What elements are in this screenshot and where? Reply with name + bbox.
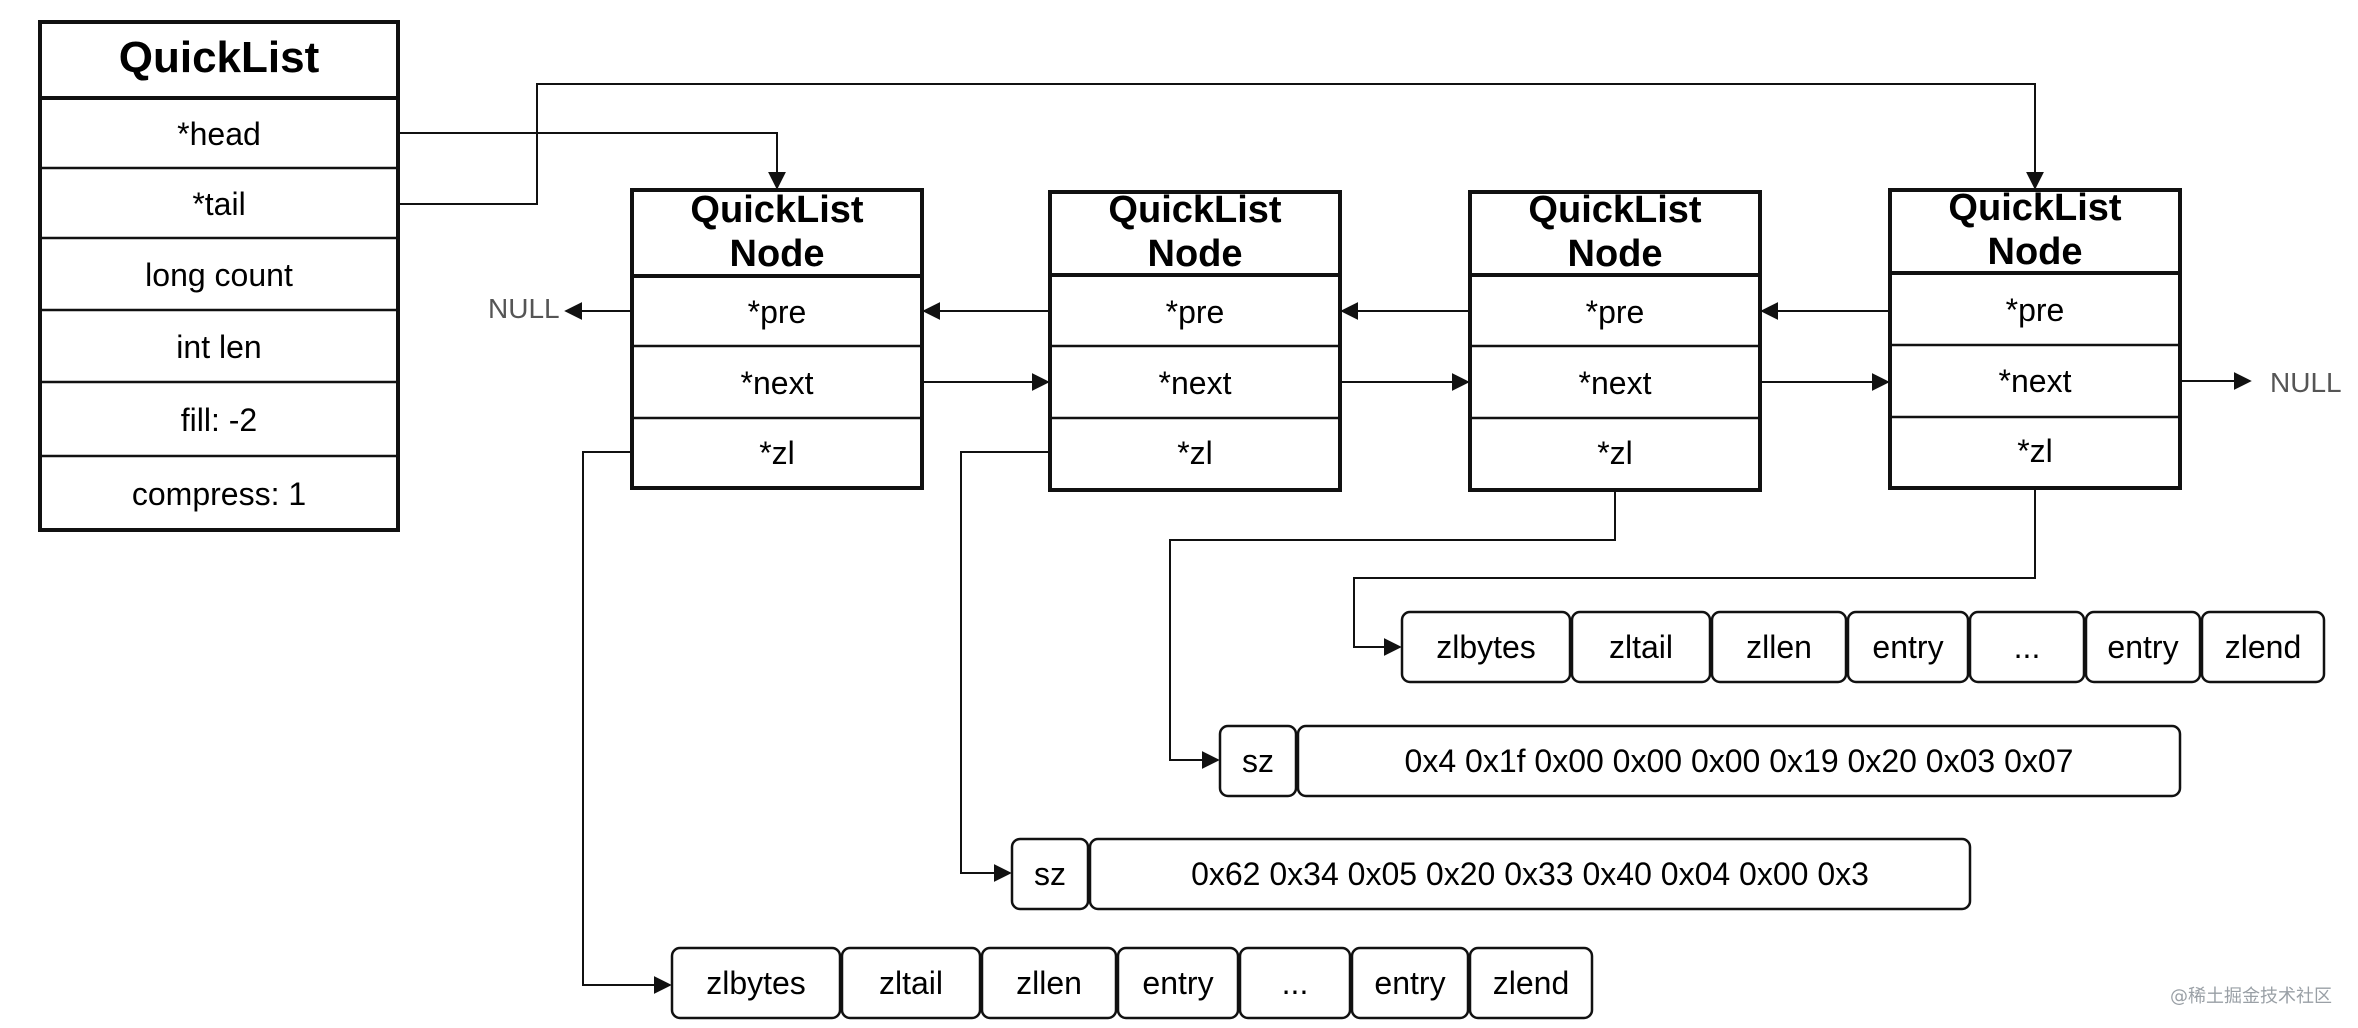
ziplist-node4: zlbytes zltail zllen entry ... entry zle…	[1400, 610, 2326, 684]
compressed-sz-label: sz	[1034, 856, 1066, 892]
quicklist-field-head: *head	[177, 116, 261, 152]
node-title: Node	[730, 233, 825, 275]
quicklist-field-tail: *tail	[192, 186, 245, 222]
node-field-zl: *zl	[1597, 435, 1633, 471]
node-field-pre: *pre	[2006, 292, 2065, 328]
ziplist-cell-ellipsis: ...	[2014, 629, 2041, 665]
quicklist-node-3: QuickList Node *pre *next *zl	[1468, 189, 1762, 492]
node-field-next: *next	[1999, 363, 2072, 399]
node-field-zl: *zl	[2017, 433, 2053, 469]
quicklist-title: QuickList	[119, 33, 320, 82]
node-title: Node	[1148, 233, 1243, 275]
connectors	[398, 83, 2252, 994]
ziplist-cell-zlbytes: zlbytes	[706, 965, 806, 1001]
watermark: @稀土掘金技术社区	[2170, 986, 2332, 1007]
compressed-bytes: 0x62 0x34 0x05 0x20 0x33 0x40 0x04 0x00 …	[1191, 856, 1869, 892]
ziplist-cell-entry: entry	[2107, 629, 2178, 665]
ziplist-cell-zltail: zltail	[879, 965, 943, 1001]
quicklist-field-fill: fill: -2	[181, 402, 257, 438]
null-label-left: NULL	[488, 293, 560, 324]
ziplist-node1: zlbytes zltail zllen entry ... entry zle…	[670, 946, 1594, 1020]
quicklist-struct: QuickList *head *tail long count int len…	[38, 20, 400, 532]
node-field-next: *next	[1579, 365, 1652, 401]
node-field-zl: *zl	[1177, 435, 1213, 471]
node-field-pre: *pre	[1166, 294, 1225, 330]
ziplist-cell-zlbytes: zlbytes	[1436, 629, 1536, 665]
quicklist-node-1: QuickList Node *pre *next *zl	[630, 188, 924, 490]
node-field-next: *next	[1159, 365, 1232, 401]
zl-arrow-node4	[1353, 490, 2036, 656]
head-pointer-arrow	[398, 132, 786, 190]
ziplist-cell-zllen: zllen	[1746, 629, 1812, 665]
node-title: Node	[1568, 233, 1663, 275]
ziplist-cell-zllen: zllen	[1016, 965, 1082, 1001]
ziplist-cell-entry: entry	[1142, 965, 1213, 1001]
zl-arrow-node2	[960, 451, 1050, 882]
ziplist-cell-zlend: zlend	[1493, 965, 1570, 1001]
quicklist-node-2: QuickList Node *pre *next *zl	[1048, 189, 1342, 492]
compressed-ziplist-node3: sz 0x4 0x1f 0x00 0x00 0x00 0x19 0x20 0x0…	[1218, 724, 2182, 798]
ziplist-cell-entry: entry	[1374, 965, 1445, 1001]
node-title: Node	[1988, 231, 2083, 273]
node-title: QuickList	[1948, 187, 2121, 229]
null-label-right: NULL	[2270, 367, 2342, 398]
tail-pointer-arrow	[398, 83, 2044, 205]
node-title: QuickList	[1108, 189, 1281, 231]
ziplist-cell-zlend: zlend	[2225, 629, 2302, 665]
ziplist-cell-ellipsis: ...	[1282, 965, 1309, 1001]
node-field-next: *next	[741, 365, 814, 401]
ziplist-cell-entry: entry	[1872, 629, 1943, 665]
quicklist-field-len: int len	[176, 329, 261, 365]
compressed-sz-label: sz	[1242, 743, 1274, 779]
node-field-pre: *pre	[1586, 294, 1645, 330]
quicklist-field-compress: compress: 1	[132, 476, 306, 512]
compressed-ziplist-node2: sz 0x62 0x34 0x05 0x20 0x33 0x40 0x04 0x…	[1010, 837, 1972, 911]
node-title: QuickList	[690, 189, 863, 231]
node-field-zl: *zl	[759, 435, 795, 471]
node-field-pre: *pre	[748, 294, 807, 330]
node-title: QuickList	[1528, 189, 1701, 231]
ziplist-cell-zltail: zltail	[1609, 629, 1673, 665]
zl-arrow-node1	[582, 451, 672, 994]
compressed-bytes: 0x4 0x1f 0x00 0x00 0x00 0x19 0x20 0x03 0…	[1405, 743, 2074, 779]
quicklist-field-count: long count	[145, 257, 293, 293]
quicklist-node-4: QuickList Node *pre *next *zl	[1888, 187, 2182, 490]
zl-arrow-node3	[1169, 490, 1616, 769]
